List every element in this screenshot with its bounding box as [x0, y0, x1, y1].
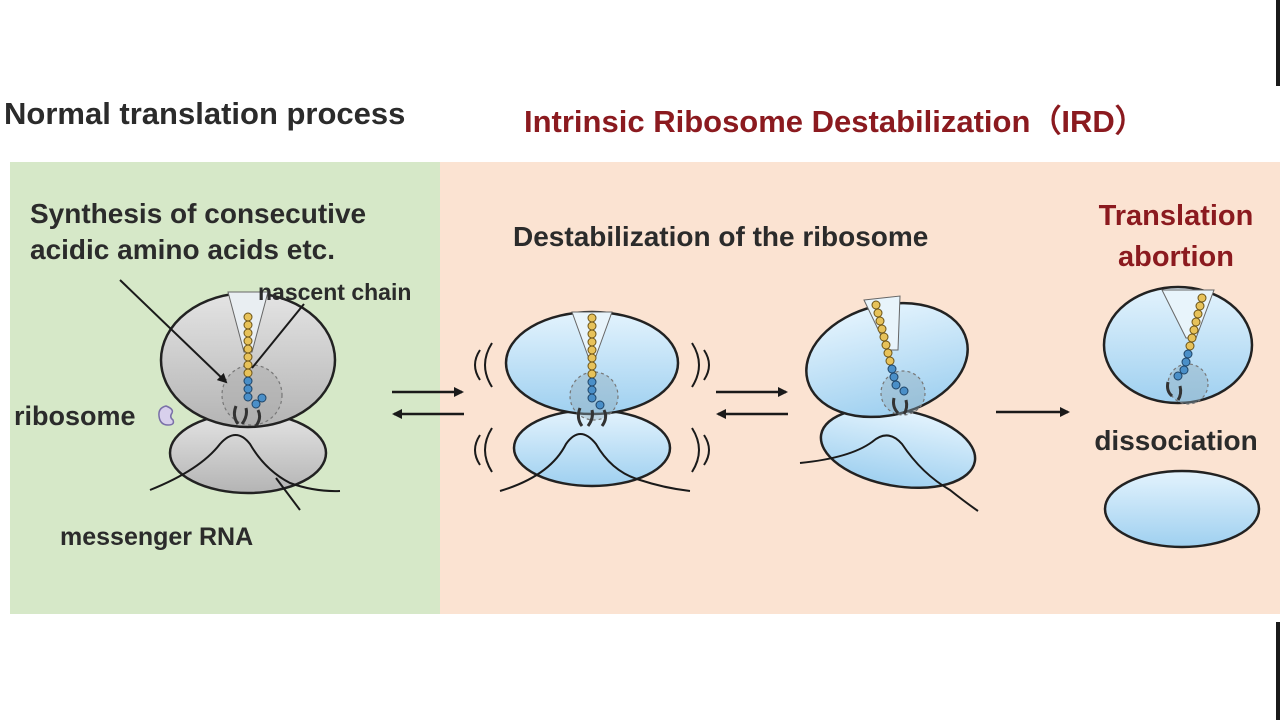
equilibrium-arrows-2	[716, 387, 788, 419]
messenger-rna-pointer	[275, 477, 301, 511]
abortion-label: abortion	[1118, 241, 1234, 273]
nascent-chain-normal	[232, 312, 267, 427]
translation-label: Translation	[1099, 200, 1254, 232]
heading-normal-translation: Normal translation process	[4, 96, 406, 131]
heading-ird: Intrinsic Ribosome Destabilization（IRD）	[524, 104, 1146, 139]
edge-bar-bottom	[1276, 622, 1280, 720]
messenger-rna-label: messenger RNA	[60, 523, 253, 551]
ribosome-normal	[149, 291, 341, 495]
ribosome-label: ribosome	[14, 401, 136, 431]
synthesis-pointer	[119, 279, 228, 384]
equilibrium-arrows-1	[392, 387, 464, 419]
nascent-chain-pointer	[251, 303, 305, 369]
nascent-chain-destabilizing	[576, 313, 608, 427]
small-subunit-dissociated	[1103, 469, 1261, 549]
destabilization-label: Destabilization of the ribosome	[513, 221, 928, 252]
nascent-chain-label: nascent chain	[258, 279, 411, 305]
large-subunit-dissociated	[1102, 285, 1254, 405]
dissociation-label: dissociation	[1094, 425, 1257, 456]
synthesis-label-line1: Synthesis of consecutive	[30, 198, 366, 229]
nascent-chain-dissociated	[1166, 293, 1207, 401]
synthesis-label-line2: acidic amino acids etc.	[30, 234, 335, 265]
edge-bar-top	[1276, 0, 1280, 86]
nascent-chain-tilting	[871, 300, 909, 415]
